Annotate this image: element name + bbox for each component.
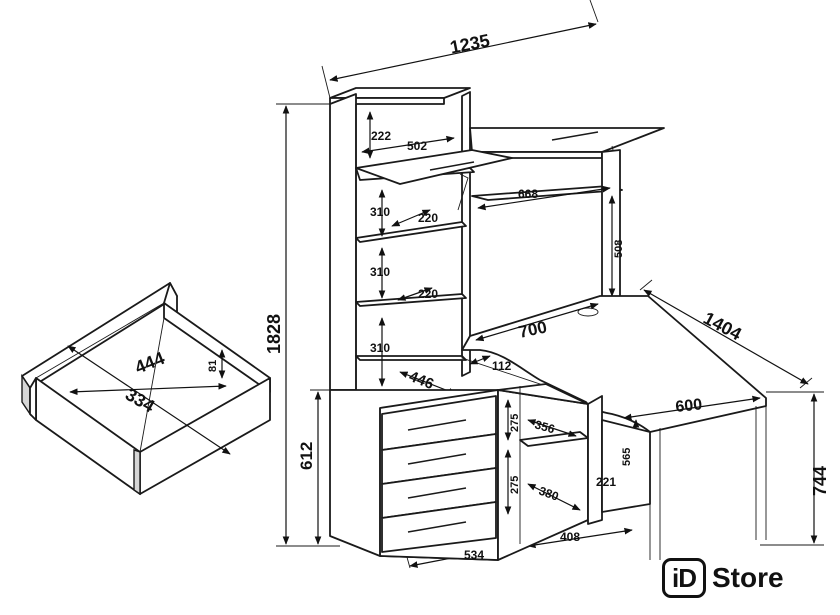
label-pedestal-width: 534	[464, 548, 484, 562]
label-shelf-top-height: 222	[371, 129, 391, 143]
label-open-shelf-height-lower: 275	[509, 476, 521, 494]
label-upper-shelf-height: 508	[613, 240, 625, 258]
label-drawer-height: 81	[207, 360, 219, 372]
label-drawer-outer-width: 444	[132, 348, 167, 378]
label-total-height: 1828	[264, 314, 284, 354]
label-upper-shelf-width: 668	[518, 187, 538, 201]
label-shelf2-height: 310	[370, 265, 390, 279]
label-shelf1-height: 310	[370, 205, 390, 219]
brand-logo-mark-text: iD	[672, 562, 697, 593]
label-shelf2-depth: 220	[418, 287, 438, 301]
top-cabinet	[355, 127, 665, 307]
label-desk-length: 1404	[700, 308, 745, 344]
brand-logo-word: Store	[712, 562, 784, 593]
label-top-cabinet-width: 502	[407, 139, 427, 153]
label-total-width: 1235	[448, 30, 491, 57]
label-leg-gap-height: 565	[621, 448, 633, 466]
drawer-detail	[21, 282, 271, 496]
pedestal	[329, 383, 651, 561]
label-open-shelf-height-upper: 275	[509, 414, 521, 432]
overall-dimension-lines	[276, 0, 824, 569]
label-shelf1-depth: 220	[418, 211, 438, 225]
label-open-section-width: 408	[560, 530, 580, 544]
label-open-shelf-depth-lower: 380	[537, 484, 561, 504]
label-shelf3-height: 310	[370, 341, 390, 355]
shelf-tower	[329, 87, 475, 395]
label-corner-depth: 112	[492, 359, 512, 373]
label-pedestal-height: 612	[297, 442, 316, 470]
label-leg-gap-depth: 221	[596, 475, 616, 489]
label-desk-return-width: 600	[675, 396, 703, 416]
label-open-shelf-depth-upper: 356	[533, 417, 556, 436]
brand-logo-mark: iD	[662, 558, 706, 598]
label-desk-height: 744	[810, 466, 830, 496]
